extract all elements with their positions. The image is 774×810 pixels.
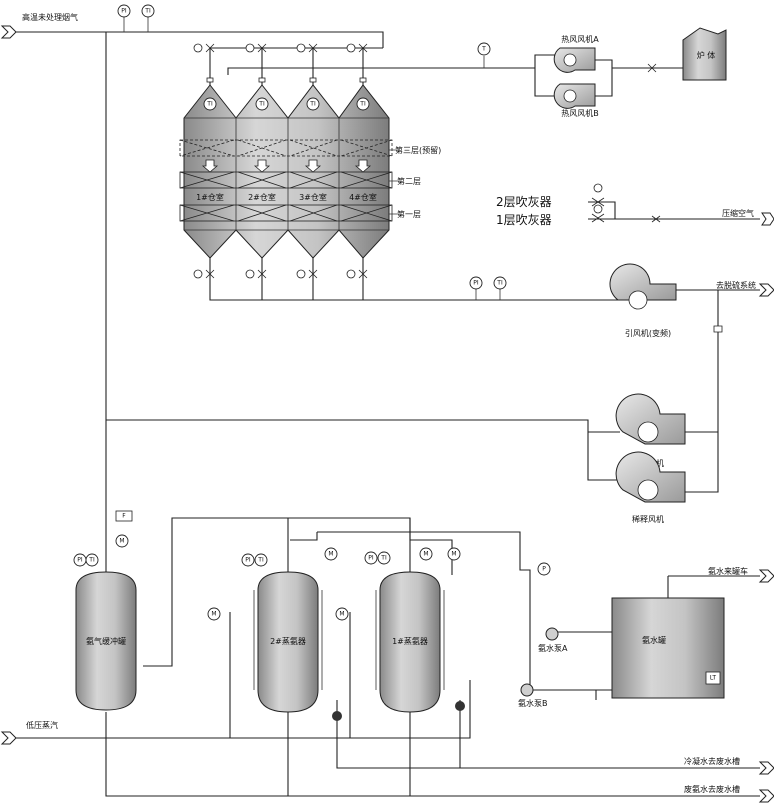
to-desulfurization-label: 去脱硫系统 bbox=[716, 280, 756, 290]
svg-text:TI: TI bbox=[309, 101, 316, 108]
svg-text:1#蒸氨器: 1#蒸氨器 bbox=[392, 636, 428, 646]
svg-text:PI: PI bbox=[121, 8, 127, 15]
svg-text:炉 体: 炉 体 bbox=[697, 50, 716, 60]
steam-arrow[interactable] bbox=[0, 731, 17, 745]
svg-text:氨水罐: 氨水罐 bbox=[642, 635, 666, 645]
inlet-flue-gas-arrow[interactable] bbox=[0, 25, 17, 39]
svg-text:PI: PI bbox=[368, 555, 374, 562]
ammonia-truck-arrow[interactable] bbox=[758, 569, 774, 583]
svg-text:TI: TI bbox=[380, 555, 387, 562]
ammonia-buffer-tank: 氨气缓冲罐 PI TI F M bbox=[73, 510, 137, 711]
outlet-pi: PI bbox=[469, 276, 483, 300]
hot-fan-b: 热风风机B bbox=[553, 83, 599, 118]
dilution-fan-2: 稀释风机 bbox=[615, 451, 686, 524]
svg-text:TI: TI bbox=[496, 280, 503, 287]
svg-text:TI: TI bbox=[88, 557, 95, 564]
ammonia-tank: 氨水罐 LT bbox=[611, 597, 725, 699]
svg-text:M: M bbox=[423, 551, 428, 558]
svg-text:1层吹灰器: 1层吹灰器 bbox=[496, 213, 552, 227]
hot-line-t: T bbox=[477, 42, 491, 68]
svg-text:M: M bbox=[339, 611, 344, 618]
waste-ammonia-arrow[interactable] bbox=[758, 789, 774, 803]
svg-text:引风机(变频): 引风机(变频) bbox=[625, 328, 671, 338]
reactor-group: TI TI TI TI 1#仓室 2#仓室 3#仓室 4#仓室 第三层(预留) … bbox=[179, 84, 441, 259]
compressed-air-label: 压缩空气 bbox=[722, 208, 754, 218]
svg-text:M: M bbox=[119, 538, 124, 545]
condensate-label: 冷凝水去废水槽 bbox=[684, 756, 740, 766]
soot-blowers: 2层吹灰器 1层吹灰器 压缩空气 bbox=[496, 183, 754, 227]
svg-text:热风风机B: 热风风机B bbox=[561, 108, 599, 118]
waste-ammonia-label: 废氨水去废水槽 bbox=[684, 784, 740, 794]
svg-text:M: M bbox=[328, 551, 333, 558]
svg-text:P: P bbox=[542, 566, 546, 573]
svg-text:T: T bbox=[481, 46, 486, 53]
evaporator-2: 2#蒸氨器 PI TI M M bbox=[207, 547, 342, 721]
reactor-ti-3: TI bbox=[306, 97, 320, 111]
inlet-ti: TI bbox=[141, 4, 155, 32]
inlet-flue-gas-label: 高温未处理烟气 bbox=[22, 12, 78, 22]
condensate-arrow[interactable] bbox=[758, 761, 774, 775]
svg-text:M: M bbox=[451, 551, 456, 558]
buffer-valve-motor: M bbox=[115, 534, 129, 548]
ammonia-truck-label: 氨水来罐车 bbox=[708, 566, 748, 576]
svg-text:TI: TI bbox=[144, 8, 151, 15]
layer-2-label: 第二层 bbox=[397, 176, 421, 186]
svg-text:2#蒸氨器: 2#蒸氨器 bbox=[270, 636, 306, 646]
low-pressure-steam-label: 低压蒸汽 bbox=[26, 720, 58, 730]
svg-text:F: F bbox=[122, 513, 126, 520]
ammonia-pump-a: P 氨水泵A bbox=[537, 562, 568, 653]
svg-text:PI: PI bbox=[77, 557, 83, 564]
svg-text:热风风机A: 热风风机A bbox=[561, 34, 599, 44]
svg-text:氨水泵A: 氨水泵A bbox=[538, 643, 568, 653]
chamber-3-label: 3#仓室 bbox=[299, 192, 327, 202]
buffer-flow-meter: F bbox=[115, 510, 133, 522]
svg-text:LT: LT bbox=[710, 675, 717, 682]
svg-text:M: M bbox=[211, 611, 216, 618]
svg-text:TI: TI bbox=[206, 101, 213, 108]
svg-text:2层吹灰器: 2层吹灰器 bbox=[496, 195, 552, 209]
reactor-ti-1: TI bbox=[203, 97, 217, 111]
svg-text:PI: PI bbox=[245, 557, 251, 564]
evaporator-1: 1#蒸氨器 PI TI M M M bbox=[335, 547, 465, 713]
level-transmitter: LT bbox=[705, 671, 721, 685]
hot-fan-a: 热风风机A bbox=[553, 34, 599, 73]
reactor-valves bbox=[193, 43, 368, 279]
reactor-ti-4: TI bbox=[356, 97, 370, 111]
svg-text:PI: PI bbox=[473, 280, 479, 287]
layer-1-label: 第一层 bbox=[397, 209, 421, 219]
furnace: 炉 体 bbox=[647, 27, 727, 81]
ammonia-pump-b: 氨水泵B bbox=[518, 683, 548, 708]
to-desulfurization-arrow[interactable] bbox=[758, 283, 774, 297]
svg-text:氨气缓冲罐: 氨气缓冲罐 bbox=[86, 636, 126, 646]
reactor-ti-2: TI bbox=[255, 97, 269, 111]
induced-fan: 引风机(变频) bbox=[609, 263, 677, 338]
svg-text:稀释风机: 稀释风机 bbox=[632, 514, 664, 524]
chamber-1-label: 1#仓室 bbox=[196, 192, 224, 202]
svg-text:TI: TI bbox=[359, 101, 366, 108]
inlet-pi: PI bbox=[117, 4, 131, 32]
layer-3-label: 第三层(预留) bbox=[395, 145, 441, 155]
svg-text:TI: TI bbox=[257, 557, 264, 564]
compressed-air-arrow[interactable] bbox=[761, 212, 774, 226]
svg-text:氨水泵B: 氨水泵B bbox=[518, 698, 548, 708]
chamber-2-label: 2#仓室 bbox=[248, 192, 276, 202]
svg-text:TI: TI bbox=[258, 101, 265, 108]
outlet-ti: TI bbox=[493, 276, 507, 300]
chamber-4-label: 4#仓室 bbox=[349, 192, 377, 202]
